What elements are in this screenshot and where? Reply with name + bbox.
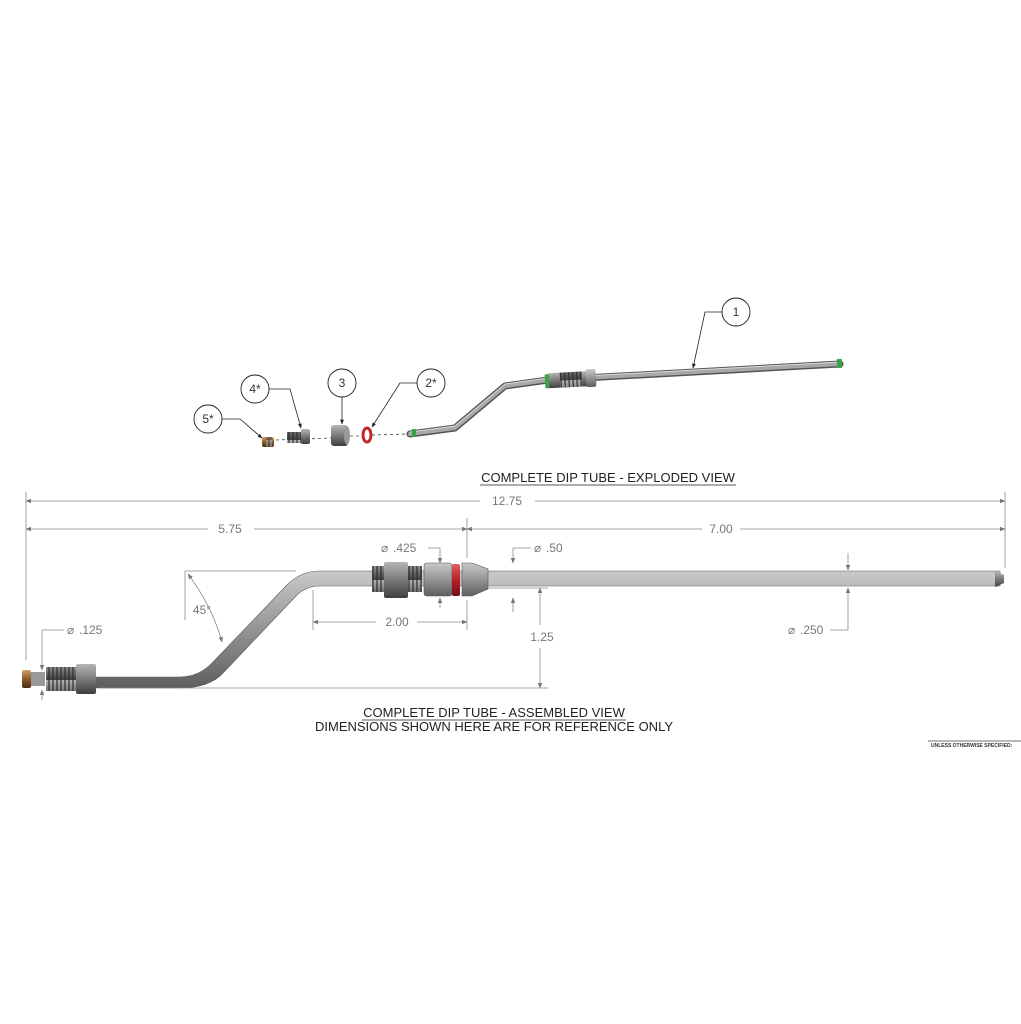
svg-text:5*: 5*: [202, 412, 214, 426]
dim-left: 5.75: [25, 522, 468, 536]
svg-text:UNLESS OTHERWISE SPECIFIED:: UNLESS OTHERWISE SPECIFIED:: [931, 743, 1013, 749]
dim-overall: 12.75: [25, 494, 1006, 508]
extension-lines: [25, 492, 1006, 689]
dim-dia-125: ⌀ .125: [39, 623, 103, 700]
svg-text:.425: .425: [393, 541, 417, 555]
part-4-fitting: [287, 429, 310, 444]
reference-note: DIMENSIONS SHOWN HERE ARE FOR REFERENCE …: [315, 719, 673, 734]
dim-offset: 1.25: [530, 587, 554, 689]
svg-text:.50: .50: [546, 541, 563, 555]
assembled-view: 12.75 5.75 7.00 2.00 1.25 45°: [22, 492, 1006, 734]
assembled-view-title: COMPLETE DIP TUBE - ASSEMBLED VIEW: [363, 705, 625, 720]
svg-text:.250: .250: [800, 623, 824, 637]
svg-text:3: 3: [339, 376, 346, 390]
svg-text:5.75: 5.75: [218, 522, 242, 536]
svg-text:2*: 2*: [425, 376, 437, 390]
assembled-tube: [22, 562, 1004, 694]
dim-dia-250: ⌀ .250: [788, 553, 851, 637]
dim-dia-425: ⌀ .425: [381, 541, 443, 608]
svg-text:2.00: 2.00: [385, 615, 409, 629]
part-1-dip-tube: [406, 358, 844, 438]
title-block: UNLESS OTHERWISE SPECIFIED:: [928, 740, 1021, 749]
svg-text:⌀: ⌀: [788, 623, 795, 637]
part-5-fitting: [262, 437, 274, 447]
balloon-5: 5*: [193, 404, 263, 439]
svg-text:⌀: ⌀: [381, 541, 388, 555]
balloon-3: 3: [327, 368, 357, 425]
svg-text:⌀: ⌀: [67, 623, 74, 637]
svg-text:45°: 45°: [193, 603, 211, 617]
svg-text:4*: 4*: [249, 382, 261, 396]
balloon-2: 2*: [371, 368, 446, 428]
svg-text:7.00: 7.00: [709, 522, 733, 536]
exploded-view-title: COMPLETE DIP TUBE - EXPLODED VIEW: [481, 470, 736, 485]
balloon-4: 4*: [240, 374, 302, 429]
part-2-o-ring: [361, 426, 373, 444]
balloon-1: 1: [692, 297, 751, 369]
svg-text:1: 1: [733, 305, 740, 319]
dim-fitting: 2.00: [312, 615, 468, 629]
svg-text:.125: .125: [79, 623, 103, 637]
part-3-nut: [331, 425, 350, 446]
dim-right: 7.00: [466, 522, 1006, 536]
dim-dia-50: ⌀ .50: [510, 541, 563, 612]
svg-text:1.25: 1.25: [530, 630, 554, 644]
exploded-view: 1 2* 3 4* 5* COMPLETE DIP TUBE - EXPLODE…: [193, 297, 844, 486]
dim-angle: 45°: [187, 573, 223, 643]
svg-text:⌀: ⌀: [534, 541, 541, 555]
svg-text:12.75: 12.75: [492, 494, 522, 508]
